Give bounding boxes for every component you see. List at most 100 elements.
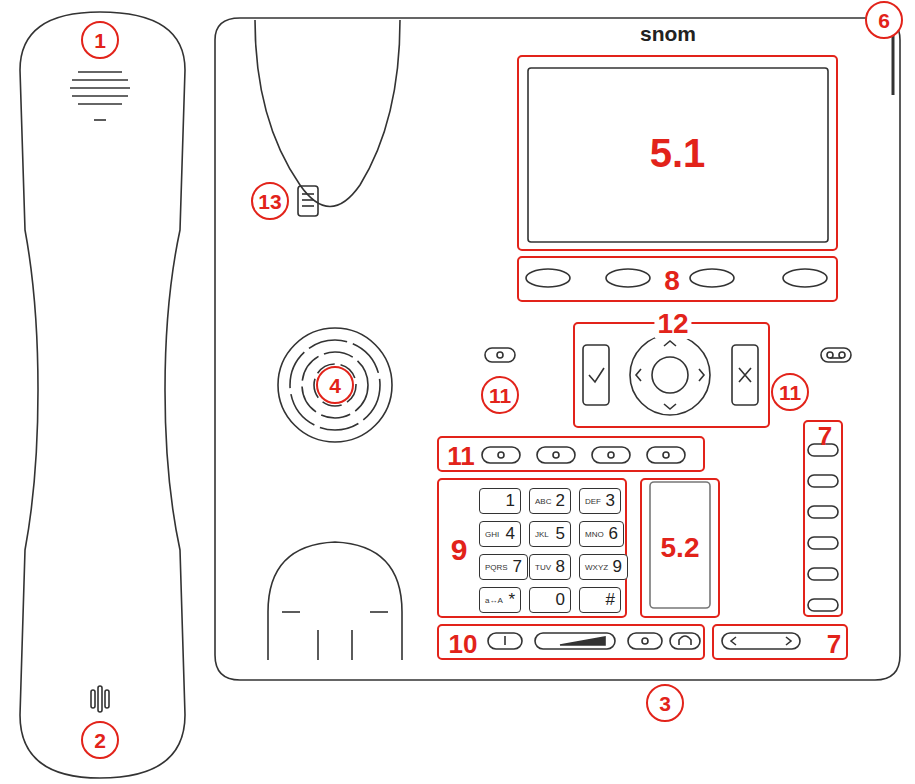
phone-part (808, 568, 838, 580)
phone-part (370, 611, 388, 613)
phone-part (583, 345, 609, 405)
phone-part (302, 352, 368, 418)
keypad-key: TUV 8 (529, 554, 571, 580)
keypad-key: WXYZ 9 (579, 554, 628, 580)
callout-box: 8 (517, 256, 838, 302)
keypad-key: # (579, 587, 621, 613)
key-letters: ABC (535, 497, 551, 506)
key-digit: 9 (613, 557, 622, 577)
phone-part (808, 475, 838, 487)
keypad-key: a↔A* (479, 587, 521, 613)
callout-number: 13 (258, 191, 281, 212)
phone-part (808, 537, 838, 549)
phone-part (630, 335, 710, 415)
callout-number: 3 (659, 693, 671, 714)
callout-box: 5.1 (517, 55, 838, 251)
callout-number: 8 (661, 266, 683, 296)
callout-circle: 4 (316, 366, 354, 404)
key-letters: JKL (535, 530, 549, 539)
phone-part (732, 345, 758, 405)
callout-circle: 13 (251, 182, 289, 220)
callout-number: 11 (489, 385, 511, 406)
phone-part (78, 103, 122, 105)
phone-part (808, 506, 838, 518)
key-digit: 7 (513, 557, 522, 577)
key-letters: a↔A (485, 596, 503, 605)
callout-number: 6 (878, 10, 890, 31)
key-digit: 0 (556, 590, 565, 610)
phone-part (690, 269, 734, 287)
callout-number: 7 (827, 631, 841, 657)
brand-label: snom (640, 22, 696, 46)
keypad-key: PQRS 7 (479, 554, 528, 580)
callout-number: 1 (94, 30, 106, 51)
phone-part (91, 690, 95, 708)
phone-part (314, 364, 356, 406)
callout-box: 91ABC2DEF3GHI4JKL5MNO6PQRS7TUV8WXYZ9a↔A*… (437, 478, 627, 618)
callout-number: 11 (779, 382, 801, 403)
callout-circle: 2 (81, 721, 119, 759)
callout-number: 4 (329, 375, 341, 396)
keypad-key: MNO6 (579, 521, 624, 547)
key-digit: 6 (609, 524, 618, 544)
key-digit: # (606, 590, 615, 610)
phone-part (255, 20, 400, 207)
phone-part (608, 452, 614, 458)
phone-part (528, 68, 828, 242)
phone-part (498, 452, 504, 458)
phone-part (298, 186, 318, 216)
phone-part (535, 633, 615, 649)
phone-part (497, 352, 503, 358)
phone-part (70, 87, 130, 89)
keypad-key: GHI 4 (479, 521, 521, 547)
phone-part (592, 447, 630, 463)
phone-part (821, 348, 851, 362)
phone-part (731, 637, 791, 645)
key-digit: 3 (606, 491, 615, 511)
phone-part (105, 690, 109, 708)
phone-part (290, 340, 380, 430)
key-digit: 8 (556, 557, 565, 577)
phone-part (670, 633, 700, 649)
phone-part (722, 633, 800, 649)
phone-base (215, 18, 900, 680)
phone-part (642, 638, 648, 644)
keypad-key: ABC2 (529, 488, 571, 514)
phone-part (839, 352, 845, 358)
phone-part (739, 368, 751, 382)
phone-part (20, 12, 185, 778)
phone-part (560, 637, 605, 645)
key-letters: WXYZ (585, 563, 608, 572)
phone-part (647, 447, 685, 463)
callout-circle: 11 (481, 376, 519, 414)
phone-part (302, 199, 314, 201)
callout-circle: 6 (865, 1, 903, 39)
phone-part (317, 630, 319, 660)
callout-number: 5.2 (658, 533, 703, 563)
callout-number: 10 (449, 631, 478, 657)
phone-part (650, 482, 710, 608)
keypad-key: 0 (529, 587, 571, 613)
phone-part (827, 352, 833, 358)
phone-part (94, 119, 106, 121)
phone-part (485, 348, 515, 362)
phone-part (72, 79, 128, 81)
callout-box: 11 (437, 436, 705, 472)
key-letters: DEF (585, 497, 601, 506)
phone-part (589, 368, 604, 382)
key-letters: TUV (535, 563, 551, 572)
phone-part (830, 357, 842, 359)
key-letters: GHI (485, 530, 499, 539)
key-digit: 4 (506, 524, 515, 544)
callout-circle: 3 (646, 684, 684, 722)
phone-part (482, 447, 520, 463)
keypad-key: JKL5 (529, 521, 571, 547)
key-letters: PQRS (485, 563, 508, 572)
phone-part (268, 542, 402, 660)
callout-number: 2 (94, 730, 106, 751)
callout-circle: 1 (81, 21, 119, 59)
phone-part (553, 452, 559, 458)
phone-part (72, 95, 128, 97)
callout-number: 5.1 (650, 133, 706, 173)
